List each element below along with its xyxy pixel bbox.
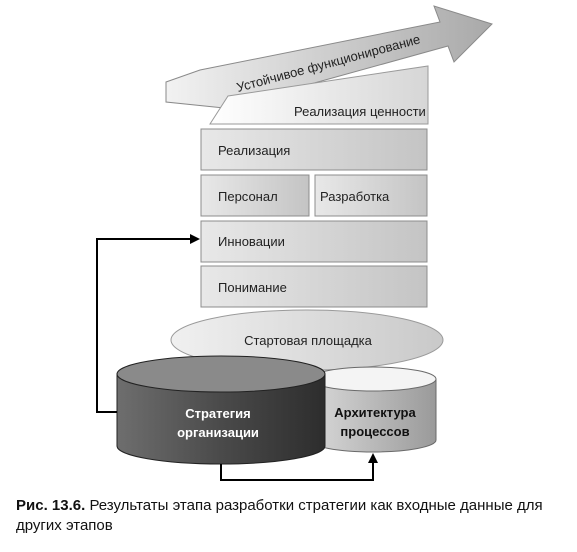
layer-innovation-shape (200, 220, 428, 263)
layer-development: Разработка (314, 174, 428, 217)
process-cylinder-label-line2: процессов (340, 424, 409, 439)
layer-realization: Реализация (200, 128, 428, 171)
layer-personnel-label: Персонал (218, 189, 278, 204)
layer-personnel: Персонал (200, 174, 310, 217)
launch-platform-label: Стартовая площадка (244, 333, 373, 348)
layer-value-realization-label: Реализация ценности (294, 104, 426, 119)
figure-caption-text: Результаты этапа разработки стратегии ка… (16, 497, 543, 534)
layer-value-realization-shape (209, 65, 429, 125)
strategy-cylinder-body (116, 373, 326, 465)
layer-understanding-label: Понимание (218, 280, 287, 295)
strategy-cylinder-label-line2: организации (177, 425, 259, 440)
figure-number: Рис. 13.6. (16, 497, 86, 514)
connector-strategy-to-innovation (96, 234, 200, 413)
process-cylinder-label-line1: Архитектура (334, 405, 416, 420)
layer-development-label: Разработка (320, 189, 390, 204)
layer-value-realization: Реализация ценности (209, 65, 429, 125)
process-cylinder-top (309, 366, 437, 392)
layer-realization-shape (200, 128, 428, 171)
layer-innovation: Инновации (200, 220, 428, 263)
strategy-cylinder-top (116, 355, 326, 393)
layer-realization-label: Реализация (218, 143, 290, 158)
strategy-diagram: Устойчивое функционирование Реализация ц… (96, 5, 493, 481)
strategy-cylinder-label-line1: Стратегия (185, 406, 251, 421)
layer-development-shape (314, 174, 428, 217)
layer-innovation-label: Инновации (218, 234, 285, 249)
connector-strategy-to-processes (220, 453, 378, 481)
layer-understanding: Понимание (200, 265, 428, 308)
process-architecture-cylinder: Архитектура процессов (309, 366, 437, 453)
strategy-cylinder: Стратегия организации (116, 355, 326, 465)
sustainability-arrow-shape (165, 5, 493, 109)
figure-caption: Рис. 13.6. Результаты этапа разработки с… (16, 496, 568, 536)
layer-understanding-shape (200, 265, 428, 308)
layer-personnel-shape (200, 174, 310, 217)
